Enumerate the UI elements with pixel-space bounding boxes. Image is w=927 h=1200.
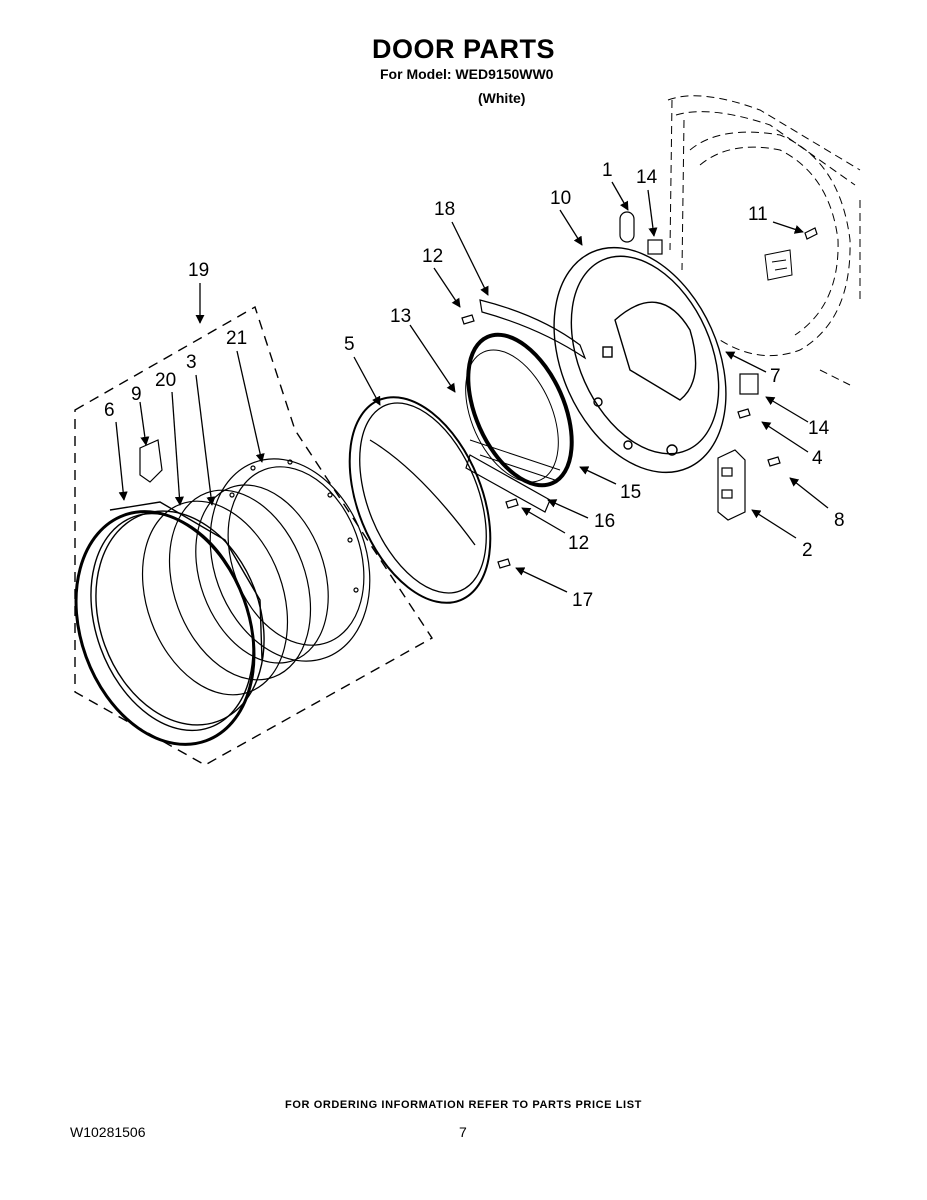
screw-12-lower [505,498,519,509]
callout-14-upper: 14 [636,167,658,188]
callout-12-lower: 12 [568,533,589,554]
door-inner-frame [553,246,727,474]
callout-6: 6 [104,400,115,421]
callout-7: 7 [770,366,781,387]
screw-11 [804,227,818,240]
window-insert-part [619,211,635,243]
hinge-strip-part [465,454,551,513]
door-outer-frame [74,501,265,746]
callout-18: 18 [434,199,455,220]
door-assembly-boundary [74,305,433,766]
screw-8 [767,456,781,467]
callout-5: 5 [344,334,355,355]
callout-20: 20 [155,370,176,391]
screw-12-upper [461,314,475,325]
latch-plate-part [139,439,163,483]
screws [461,227,818,569]
door-strap-part [479,299,587,360]
variant-label: (White) [478,90,526,106]
cabinet-hinge-bracket [764,249,793,281]
model-line: For Model: WED9150WW0 [380,66,554,82]
callout-4: 4 [812,448,823,469]
callout-14-lower: 14 [808,418,830,439]
callout-17: 17 [572,590,593,611]
callout-16: 16 [594,511,615,532]
cabinet-front-outline [667,95,861,386]
screw-4 [737,408,751,419]
callout-2: 2 [802,540,813,561]
callout-12-upper: 12 [422,246,443,267]
screw-17 [497,558,511,569]
callout-11: 11 [748,204,768,225]
page-title: DOOR PARTS [371,34,555,64]
callout-3: 3 [186,352,197,373]
door-gasket [465,332,574,488]
callout-1: 1 [602,160,613,181]
callout-8: 8 [834,510,845,531]
callout-labels: 19 6 9 20 3 21 5 13 12 18 10 1 14 11 7 1… [104,160,845,611]
latch-strike-upper [647,239,663,255]
callout-21: 21 [226,328,247,349]
door-inner-liner [348,396,492,604]
latch-strike-lower [739,373,759,395]
door-hinge-part [717,449,746,521]
door-rear-panel [209,458,371,662]
leader-lines [115,181,829,593]
page-number: 7 [459,1124,467,1140]
callout-9: 9 [131,384,142,405]
document-number: W10281506 [70,1124,146,1140]
callout-10: 10 [550,188,571,209]
callout-13: 13 [390,306,411,327]
ordering-note: FOR ORDERING INFORMATION REFER TO PARTS … [285,1099,642,1111]
callout-15: 15 [620,482,641,503]
callout-19: 19 [188,260,209,281]
